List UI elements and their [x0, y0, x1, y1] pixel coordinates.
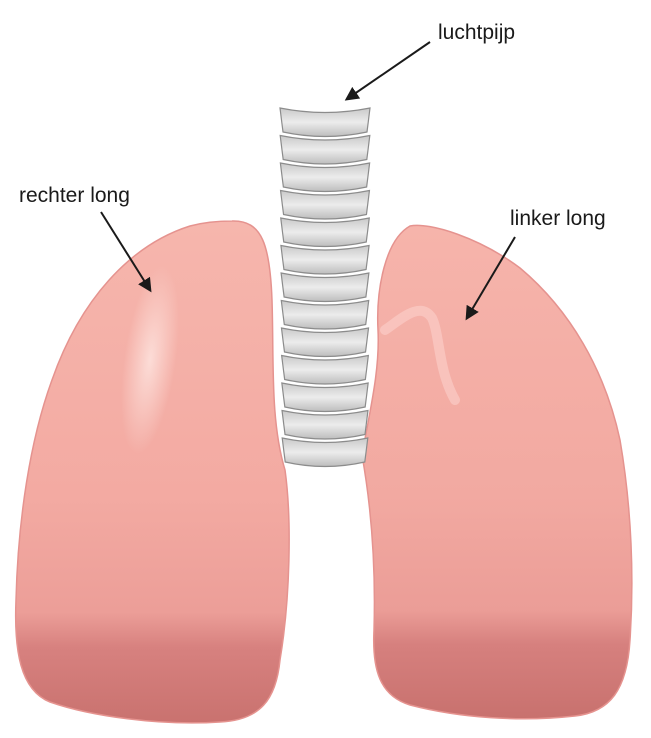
left-lung-label: linker long — [510, 207, 606, 230]
trachea-ring — [279, 162, 371, 193]
trachea-ring — [279, 107, 371, 138]
trachea-label: luchtpijp — [438, 21, 516, 44]
right-lung-label: rechter long — [19, 184, 130, 207]
trachea-ring — [280, 244, 370, 275]
trachea-arrow — [344, 41, 431, 101]
trachea-ring — [281, 382, 369, 413]
left-lung — [361, 224, 633, 720]
left-lung-arrow — [465, 236, 516, 321]
trachea-ring — [281, 437, 369, 468]
trachea — [279, 107, 371, 468]
trachea-ring — [280, 299, 370, 330]
right-lung — [14, 220, 290, 724]
trachea-ring — [280, 354, 370, 385]
trachea-ring — [280, 217, 370, 248]
right-lung-arrow — [100, 211, 152, 293]
trachea-ring — [279, 189, 371, 220]
trachea-ring — [280, 272, 370, 303]
trachea-ring — [279, 134, 371, 165]
trachea-ring — [280, 327, 370, 358]
trachea-ring — [281, 409, 369, 440]
